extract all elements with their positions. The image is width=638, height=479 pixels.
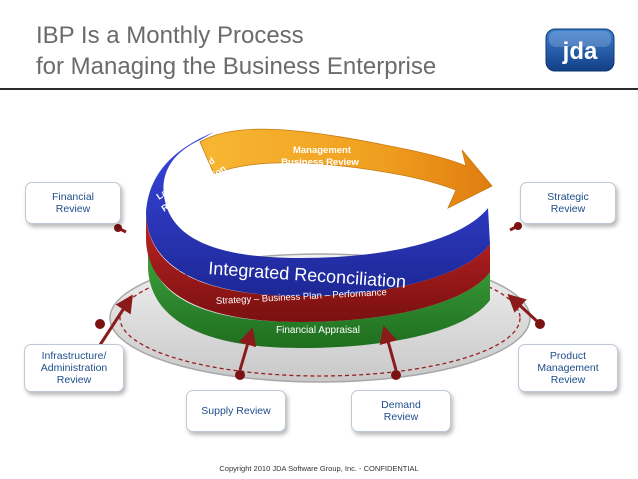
demand-review-box[interactable]: Demand Review	[351, 390, 451, 432]
orange-arrow	[199, 128, 493, 209]
review-connectors	[98, 224, 542, 371]
management-review-label-2: Business Review	[281, 157, 359, 168]
copyright-footer: Copyright 2010 JDA Software Group, Inc. …	[219, 464, 419, 473]
logo-text: jda	[562, 38, 598, 65]
ring-nodes	[95, 222, 545, 380]
supply-review-label: Supply Review	[201, 405, 271, 417]
financial-review-label: Financial Review	[51, 191, 95, 215]
financial-review-box[interactable]: Financial Review	[25, 182, 121, 224]
title-line-1: IBP Is a Monthly Process	[36, 22, 304, 49]
page-title: IBP Is a Monthly Process for Managing th…	[36, 20, 436, 82]
infrastructure-review-label: Infrastructure/ Administration Review	[40, 350, 108, 386]
blue-band	[146, 132, 490, 296]
financial-appraisal-label: Financial Appraisal	[276, 325, 360, 336]
product-management-review-box[interactable]: Product Management Review	[518, 344, 618, 392]
green-band	[148, 242, 490, 348]
management-review-label-1: Management	[293, 145, 352, 156]
supply-review-box[interactable]: Supply Review	[186, 390, 286, 432]
infrastructure-arrow	[98, 294, 133, 346]
strategic-review-box[interactable]: Strategic Review	[520, 182, 616, 224]
demand-review-label: Demand Review	[381, 399, 421, 423]
title-line-2: for Managing the Business Enterprise	[36, 53, 437, 80]
supply-arrow	[238, 327, 257, 371]
red-band	[146, 214, 490, 322]
jda-logo: jda	[545, 28, 615, 72]
title-divider	[0, 88, 638, 90]
product-arrow	[507, 293, 542, 326]
infrastructure-review-box[interactable]: Infrastructure/ Administration Review	[24, 344, 124, 392]
strategic-review-label: Strategic Review	[547, 191, 589, 215]
product-management-review-label: Product Management Review	[537, 350, 599, 386]
demand-arrow	[379, 325, 398, 371]
